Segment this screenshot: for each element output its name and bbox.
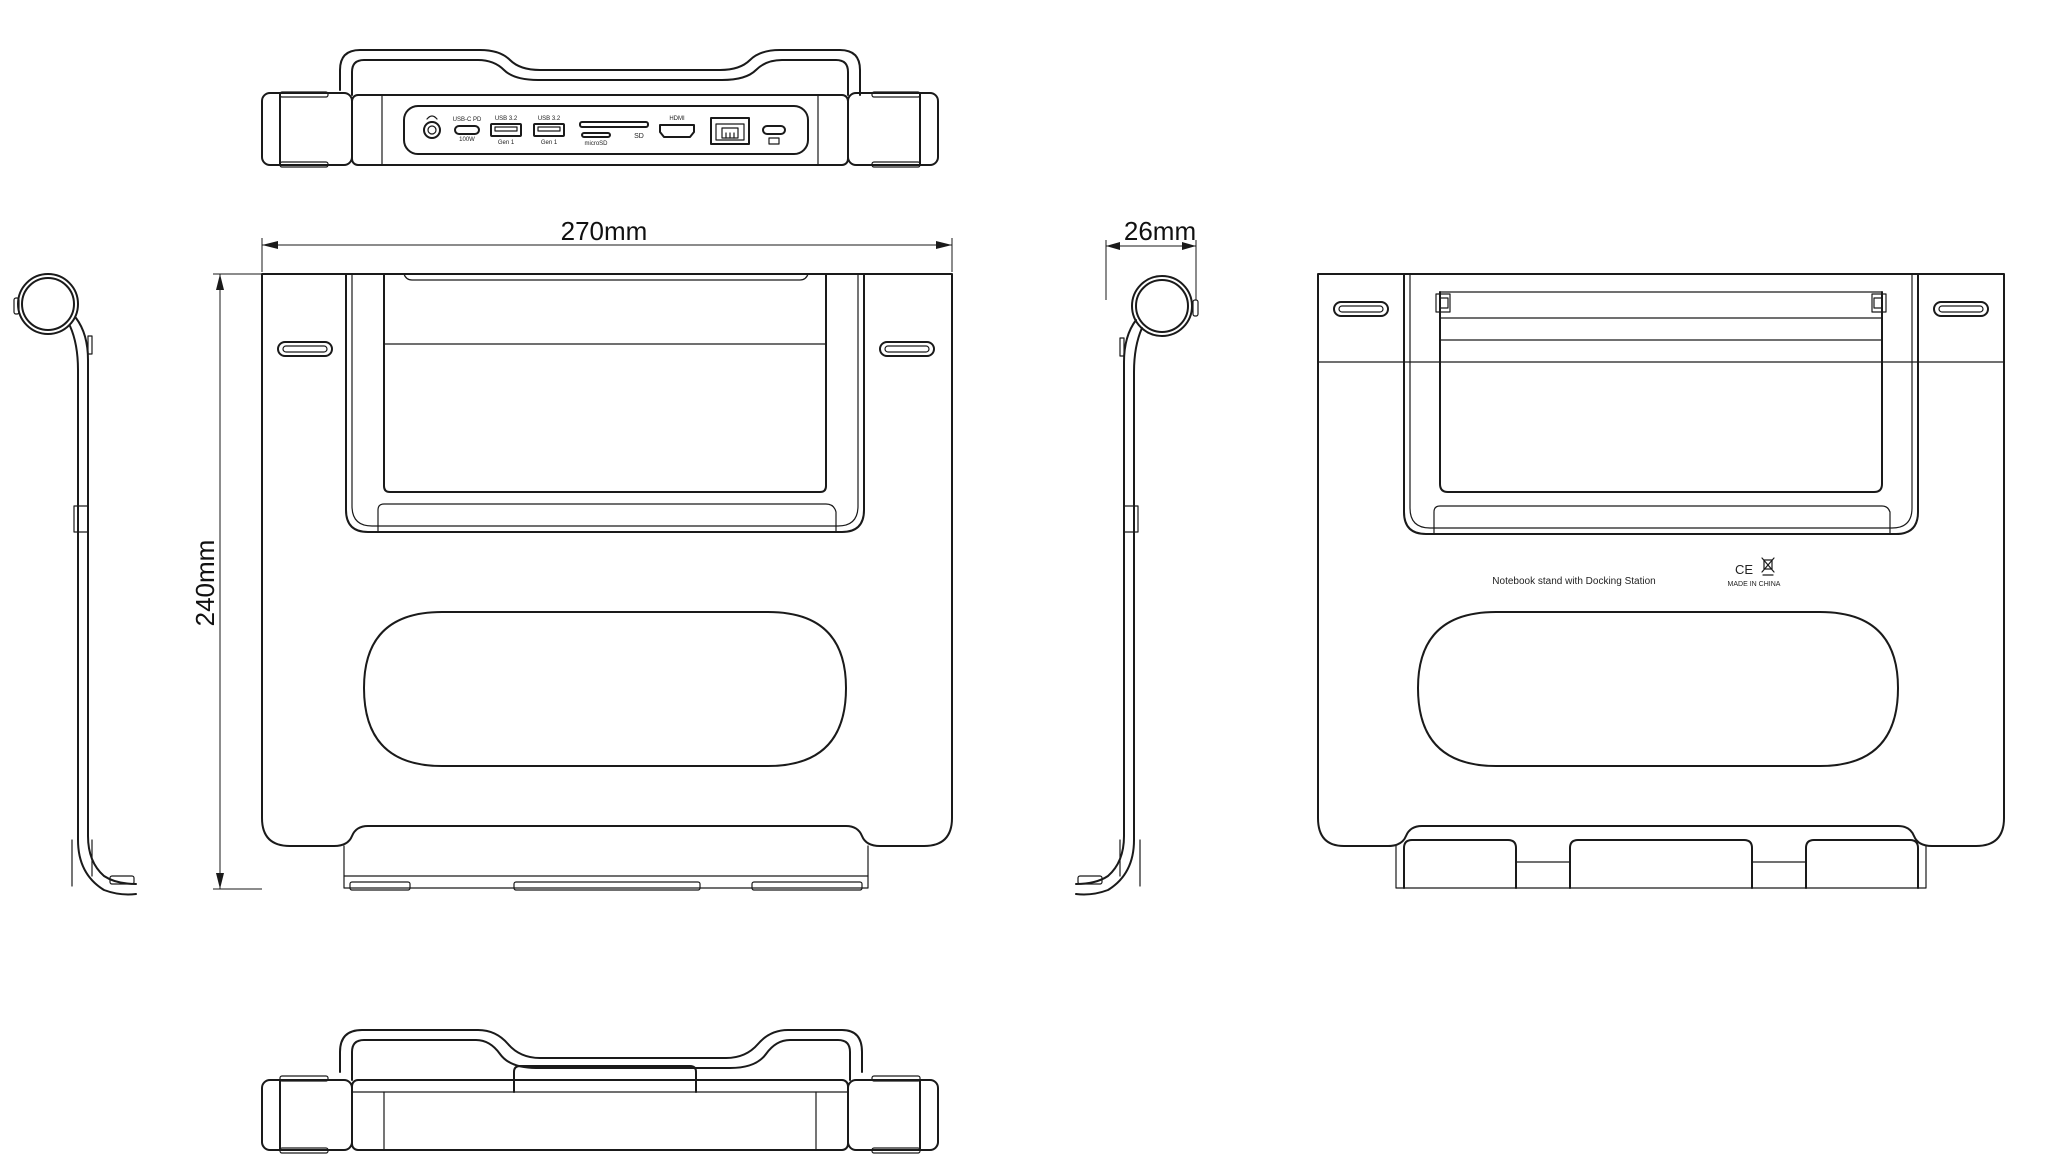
port-label-usba-2: USB 3.2 [538,116,561,122]
port-label-usba-2-sub: Gen 1 [541,140,558,146]
front-view [261,1029,939,1154]
made-in-label: MADE IN CHINA [1728,581,1781,588]
weee-bin-icon [1763,559,1773,570]
right-side-view: 26mm [1075,216,1199,896]
depth-dimension-label: 240mm [190,540,220,627]
left-side-view [13,273,137,896]
port-label-usba-1: USB 3.2 [495,116,518,122]
height-dimension-label: 26mm [1124,216,1196,246]
product-label-text: Notebook stand with Docking Station [1492,576,1655,587]
bottom-view: Notebook stand with Docking Station CE M… [1317,273,2005,889]
port-label-sd: SD [634,133,644,140]
rear-view-ports: USB-C PD 100W USB 3.2 Gen 1 USB 3.2 Gen … [261,49,939,168]
port-label-usbc-pd: USB-C PD [453,117,482,123]
top-view: 270mm 240mm [190,216,953,891]
port-label-usba-1-sub: Gen 1 [498,140,515,146]
port-label-hdmi: HDMI [669,116,685,122]
port-label-microsd: microSD [584,141,608,147]
width-dimension-label: 270mm [561,216,648,246]
port-label-usbc-pd-sub: 100W [459,137,475,143]
ce-mark: CE [1735,562,1753,577]
